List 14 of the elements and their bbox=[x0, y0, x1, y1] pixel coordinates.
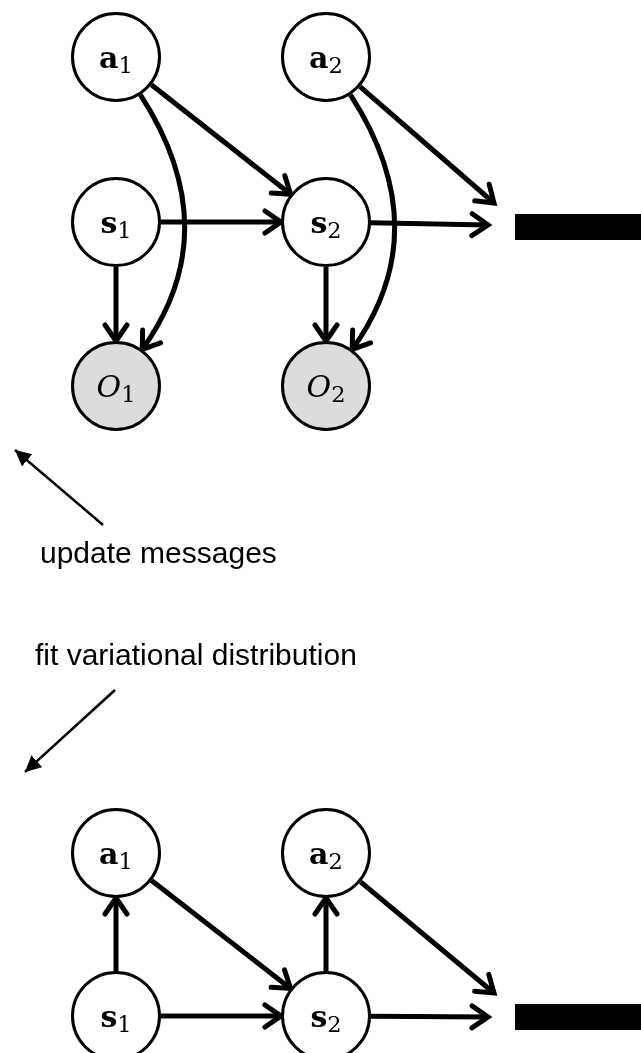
arrow bbox=[348, 93, 398, 352]
arrow bbox=[149, 82, 294, 197]
arrow bbox=[358, 84, 497, 206]
arrow bbox=[371, 1003, 491, 1031]
arrow bbox=[358, 879, 497, 996]
annotation-text: update messages bbox=[40, 538, 277, 568]
annotation-text: fit variational distribution bbox=[35, 640, 357, 670]
arrow bbox=[138, 93, 188, 352]
arrow bbox=[150, 878, 293, 991]
bar-mark bbox=[515, 214, 641, 240]
bar-mark bbox=[515, 1004, 641, 1030]
arrow bbox=[370, 211, 491, 239]
leader-arrow bbox=[14, 449, 104, 526]
leader-arrow bbox=[24, 689, 116, 773]
